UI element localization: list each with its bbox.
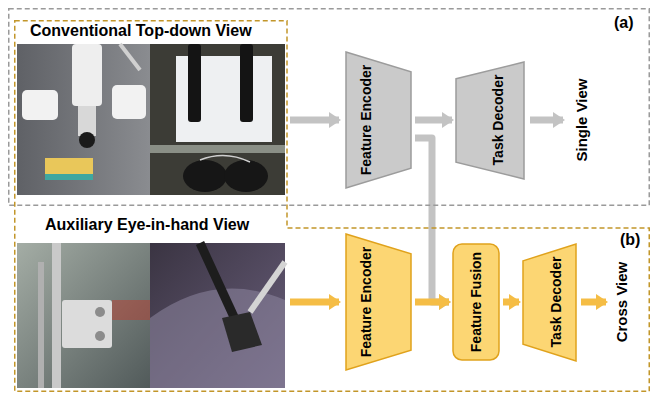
instrument-rod (52, 243, 61, 388)
specimen (45, 158, 93, 180)
block-label: Feature Encoder (358, 247, 374, 357)
block-shape (345, 51, 412, 189)
photo-ground (17, 44, 150, 195)
arm-housing (112, 85, 146, 119)
cross-view-region: (b)Feature EncoderFeature FusionTask Dec… (14, 20, 650, 392)
screw (95, 331, 105, 341)
robot-arm (72, 44, 102, 106)
block-shape (345, 233, 412, 371)
tool-shaft (188, 44, 201, 122)
flow-arrow (503, 299, 519, 306)
input-arrow (290, 299, 339, 306)
photo-ground (150, 243, 285, 388)
flow-arrow (415, 138, 449, 302)
tissue (150, 288, 285, 388)
tool-shaft (250, 262, 285, 312)
block-outline (453, 244, 499, 360)
output-arrow (530, 117, 563, 124)
gripper (222, 312, 262, 352)
bottom-photo-right (150, 243, 285, 388)
block-label: Task Decoder (548, 257, 564, 348)
dashed-region (15, 21, 650, 392)
camera-clamp (62, 300, 112, 348)
view-title: Conventional Top-down View (30, 22, 252, 40)
task-decoder: Task Decoder (522, 243, 577, 362)
block-label: Task Decoder (490, 75, 506, 166)
panel-tag: (a) (614, 14, 634, 32)
feature-encoder: Feature Encoder (345, 233, 412, 371)
arm-rod (120, 44, 140, 70)
arm-housing (22, 90, 58, 120)
feature-fusion-box: Feature Fusion (452, 243, 500, 361)
block-shape (455, 61, 525, 180)
output-arrow (581, 299, 606, 306)
output-label: Single View (573, 78, 590, 161)
tissue-band (150, 145, 285, 153)
instrument-rod (38, 262, 44, 388)
top-photo-left (17, 44, 150, 195)
dashed-region (9, 9, 650, 206)
gripper (183, 160, 227, 192)
lens (79, 132, 95, 148)
suture (200, 155, 250, 162)
panel-tag: (b) (620, 231, 640, 249)
bottom-photo-left (17, 243, 150, 388)
block-label: Feature Fusion (468, 252, 484, 352)
flow-arrow (415, 117, 452, 124)
photo-ground (17, 243, 150, 388)
flow-arrow (415, 299, 449, 306)
input-arrow (290, 117, 339, 124)
block-outline (346, 52, 411, 188)
output-label: Cross View (613, 262, 630, 343)
task-decoder: Task Decoder (455, 61, 525, 180)
screw (95, 307, 105, 317)
view-title: Auxiliary Eye-in-hand View (45, 216, 249, 234)
tool-shaft (240, 44, 253, 122)
feature-encoder: Feature Encoder (345, 51, 412, 189)
block-outline (346, 234, 411, 370)
specimen-stripe (45, 174, 93, 180)
gripper (224, 160, 268, 192)
background-blur (112, 300, 150, 320)
top-photo-right (150, 44, 285, 195)
block-label: Feature Encoder (358, 65, 374, 175)
photo-ground (150, 44, 285, 195)
block-outline (523, 244, 576, 361)
block-outline (456, 62, 524, 179)
endoscope (78, 106, 96, 136)
